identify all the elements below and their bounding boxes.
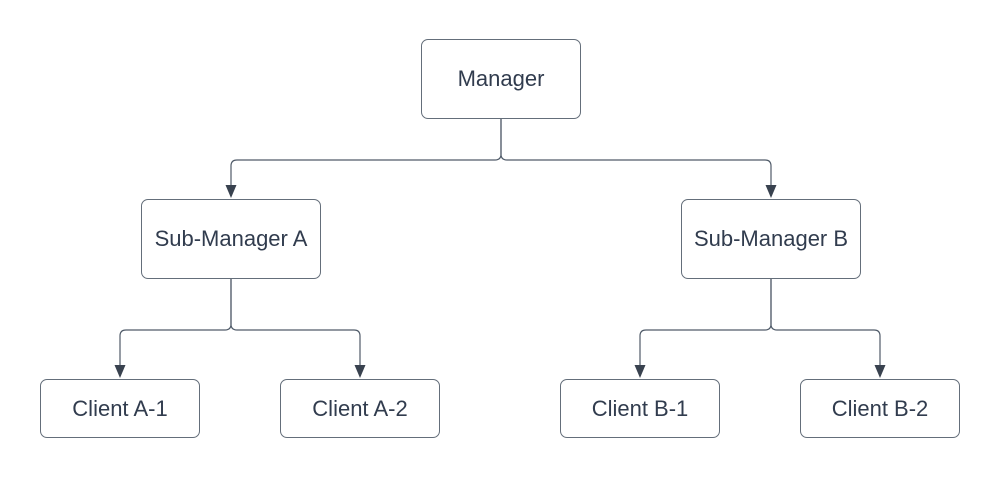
node-client-a1: Client A-1 — [40, 379, 200, 438]
arrowhead-manager-sub-a — [225, 185, 237, 198]
node-client-b2: Client B-2 — [800, 379, 960, 438]
arrowhead-sub-a-client-a1 — [114, 365, 126, 378]
node-client-b2-label: Client B-2 — [831, 395, 929, 421]
node-client-a1-label: Client A-1 — [72, 395, 168, 421]
node-client-a2: Client A-2 — [280, 379, 440, 438]
connector-manager-sub-b — [500, 119, 772, 187]
node-sub-manager-a: Sub-Manager A — [141, 199, 321, 279]
arrowhead-manager-sub-b — [765, 185, 777, 198]
node-client-a2-label: Client A-2 — [312, 395, 408, 421]
connector-sub-a-client-a2 — [230, 279, 361, 367]
arrowhead-sub-a-client-a2 — [354, 365, 366, 378]
node-sub-manager-b: Sub-Manager B — [681, 199, 861, 279]
node-client-b1: Client B-1 — [560, 379, 720, 438]
node-manager: Manager — [421, 39, 581, 119]
connector-sub-b-client-b2 — [770, 279, 881, 367]
node-manager-label: Manager — [457, 66, 545, 91]
arrowhead-sub-b-client-b2 — [874, 365, 886, 378]
node-client-b1-label: Client B-1 — [591, 395, 689, 421]
connector-manager-sub-a — [230, 119, 502, 187]
connector-sub-a-client-a1 — [119, 279, 232, 367]
node-sub-manager-b-label: Sub-Manager B — [693, 226, 849, 251]
connector-sub-b-client-b1 — [639, 279, 772, 367]
node-sub-manager-a-label: Sub-Manager A — [154, 226, 308, 251]
arrowhead-sub-b-client-b1 — [634, 365, 646, 378]
